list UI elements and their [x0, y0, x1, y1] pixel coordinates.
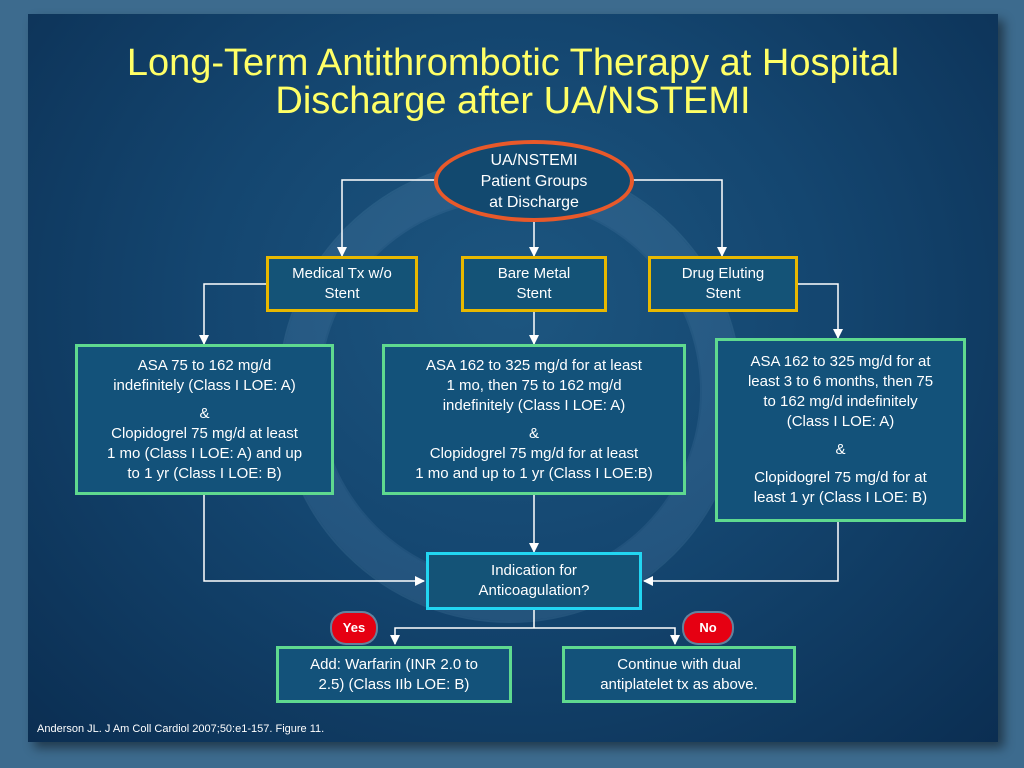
root-line: at Discharge [489, 193, 579, 211]
group-line: Stent [705, 285, 741, 302]
group-line: Drug Eluting [681, 265, 765, 282]
outcome-line: antiplatelet tx as above. [600, 675, 758, 693]
connector-root-medical [337, 179, 436, 257]
connector-root-drug [632, 179, 727, 257]
therapy-line: Clopidogrel 75 mg/d at least [111, 424, 298, 442]
decision-anticoagulation: Indication for Anticoagulation? [426, 552, 642, 610]
outcome-dual-antiplatelet: Continue with dual antiplatelet tx as ab… [562, 646, 796, 703]
connector-no [534, 627, 680, 645]
therapy-line: ASA 162 to 325 mg/d for at [750, 353, 931, 370]
group-bare-metal-stent: Bare Metal Stent [461, 256, 607, 312]
therapy-medical: ASA 75 to 162 mg/d indefinitely (Class I… [75, 344, 334, 495]
outcome-line: Continue with dual [617, 655, 741, 673]
therapy-line: indefinitely (Class I LOE: A) [442, 396, 626, 414]
therapy-line: 1 mo (Class I LOE: A) and up [106, 444, 303, 462]
no-badge: No [684, 613, 732, 643]
root-line: UA/NSTEMI [490, 151, 578, 169]
therapy-line: ASA 75 to 162 mg/d [137, 356, 272, 374]
group-medical-tx: Medical Tx w/o Stent [266, 256, 418, 312]
decision-line: Anticoagulation? [478, 582, 590, 599]
therapy-line: least 3 to 6 months, then 75 [747, 373, 934, 390]
connector-medical-therapy [199, 283, 266, 345]
therapy-line: Clopidogrel 75 mg/d for at [754, 469, 927, 486]
outcome-line: 2.5) (Class IIb LOE: B) [318, 675, 470, 693]
therapy-line: least 1 yr (Class I LOE: B) [753, 489, 928, 506]
group-line: Stent [516, 285, 552, 302]
root-line: Patient Groups [480, 172, 588, 190]
connector-lines [199, 179, 843, 645]
group-line: Stent [324, 285, 360, 302]
outcome-line: Add: Warfarin (INR 2.0 to [310, 655, 478, 673]
no-label: No [699, 620, 717, 635]
therapy-ampersand: & [835, 441, 846, 458]
therapy-line: to 1 yr (Class I LOE: B) [127, 464, 282, 482]
group-drug-eluting-stent: Drug Eluting Stent [648, 256, 798, 312]
connector-medical-decision [203, 495, 425, 586]
therapy-ampersand: & [199, 404, 210, 422]
connector-drug-therapy [798, 283, 843, 339]
therapy-drug-eluting: ASA 162 to 325 mg/d for at least 3 to 6 … [715, 338, 966, 522]
citation-footer: Anderson JL. J Am Coll Cardiol 2007;50:e… [37, 723, 325, 735]
slide: Long-Term Antithrombotic Therapy at Hosp… [28, 14, 998, 742]
outcome-warfarin: Add: Warfarin (INR 2.0 to 2.5) (Class II… [276, 646, 512, 703]
therapy-line: Clopidogrel 75 mg/d for at least [429, 444, 639, 462]
therapy-line: ASA 162 to 325 mg/d for at least [426, 356, 642, 374]
therapy-ampersand: & [528, 424, 539, 442]
title-line-1: Long-Term Antithrombotic Therapy at Hosp… [126, 42, 900, 84]
decision-line: Indication for [491, 562, 577, 579]
therapy-line: (Class I LOE: A) [786, 413, 895, 430]
title-line-2: Discharge after UA/NSTEMI [275, 80, 751, 122]
therapy-line: to 162 mg/d indefinitely [763, 393, 918, 410]
therapy-line: 1 mo, then 75 to 162 mg/d [446, 376, 622, 394]
slide-title: Long-Term Antithrombotic Therapy at Hosp… [28, 44, 998, 120]
group-line: Bare Metal [497, 265, 571, 282]
connector-yes [390, 627, 534, 645]
yes-badge: Yes [332, 613, 376, 643]
therapy-line: 1 mo and up to 1 yr (Class I LOE:B) [415, 464, 653, 482]
connector-drug-decision [643, 522, 839, 586]
therapy-bare-metal: ASA 162 to 325 mg/d for at least 1 mo, t… [382, 344, 686, 495]
root-patient-groups: UA/NSTEMI Patient Groups at Discharge [434, 140, 634, 222]
yes-label: Yes [342, 620, 366, 635]
therapy-line: indefinitely (Class I LOE: A) [113, 376, 296, 394]
group-line: Medical Tx w/o [292, 265, 392, 282]
